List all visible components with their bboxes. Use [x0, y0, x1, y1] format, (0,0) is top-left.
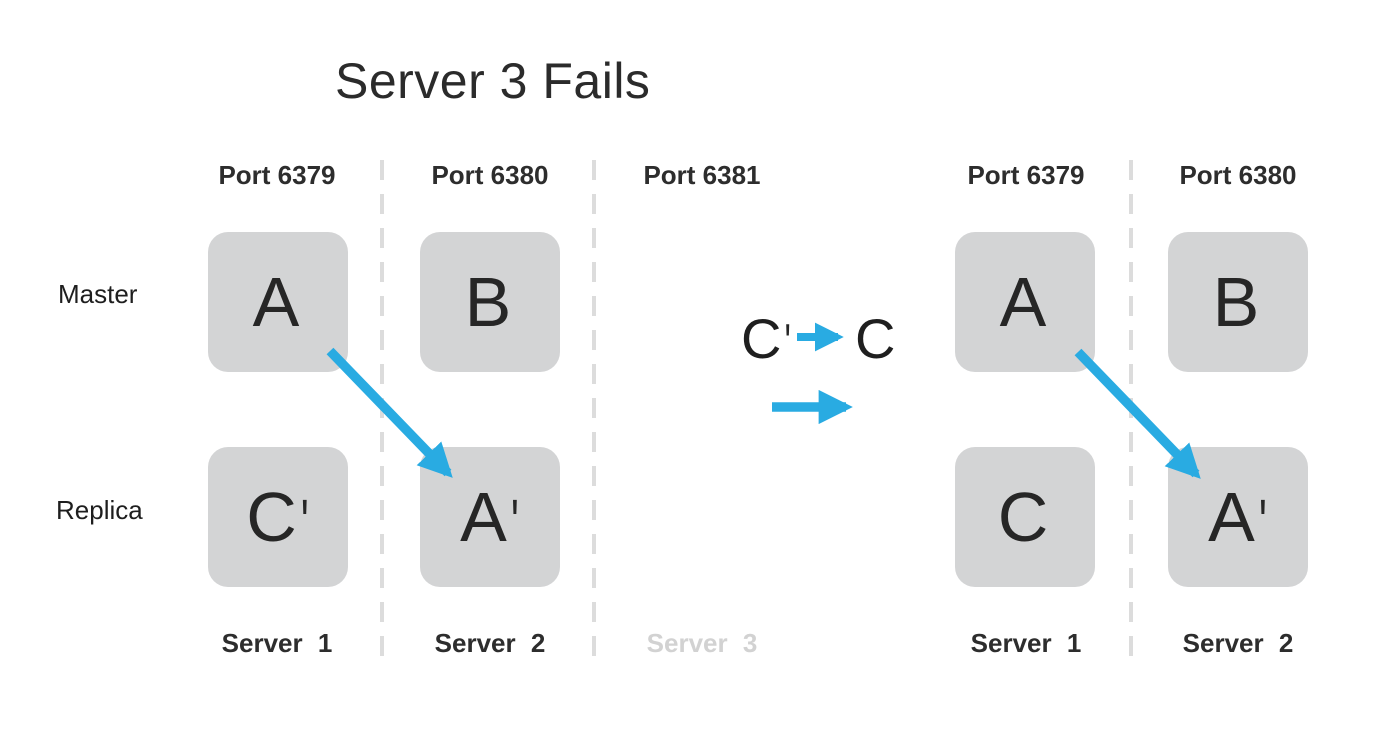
column-divider-middle — [592, 160, 596, 658]
shard-letter: A — [252, 263, 301, 341]
port-label-right-6379: Port 6379 — [967, 160, 1085, 190]
shard-box-right-server1-replica: C — [955, 447, 1095, 587]
shard-letter: B — [1212, 263, 1261, 341]
port-label-6381: Port 6381 — [643, 160, 761, 190]
prime-mark: ' — [510, 485, 520, 559]
shard-letter: A — [999, 263, 1048, 341]
shard-box-right-server2-replica: A' — [1168, 447, 1308, 587]
shard-letter: C' — [246, 478, 310, 559]
promotion-from-label: C' — [741, 307, 791, 373]
shard-letter: A' — [460, 478, 520, 559]
shard-box-left-server1-replica: C' — [208, 447, 348, 587]
server-label-right-1: Server 1 — [970, 628, 1082, 658]
shard-box-right-server2-master: B — [1168, 232, 1308, 372]
shard-box-left-server1-master: A — [208, 232, 348, 372]
server-label-failed-3: Server 3 — [646, 628, 758, 658]
shard-box-left-server2-replica: A' — [420, 447, 560, 587]
prime-mark: ' — [300, 485, 310, 559]
shard-letter: C — [997, 478, 1050, 556]
column-divider-left — [380, 160, 384, 658]
server-label-left-2: Server 2 — [434, 628, 546, 658]
prime-mark: ' — [784, 315, 791, 373]
row-label-replica: Replica — [56, 495, 143, 525]
shard-letter: A' — [1208, 478, 1268, 559]
prime-mark: ' — [1258, 485, 1268, 559]
column-divider-right — [1129, 160, 1133, 658]
port-label-right-6380: Port 6380 — [1179, 160, 1297, 190]
row-label-master: Master — [58, 279, 138, 309]
shard-letter: B — [464, 263, 513, 341]
promotion-to-label: C — [855, 307, 896, 370]
shard-box-left-server2-master: B — [420, 232, 560, 372]
server-label-left-1: Server 1 — [221, 628, 333, 658]
server-label-right-2: Server 2 — [1182, 628, 1294, 658]
port-label-left-6379: Port 6379 — [218, 160, 336, 190]
port-label-left-6380: Port 6380 — [431, 160, 549, 190]
shard-box-right-server1-master: A — [955, 232, 1095, 372]
page-title: Server 3 Fails — [335, 53, 651, 109]
